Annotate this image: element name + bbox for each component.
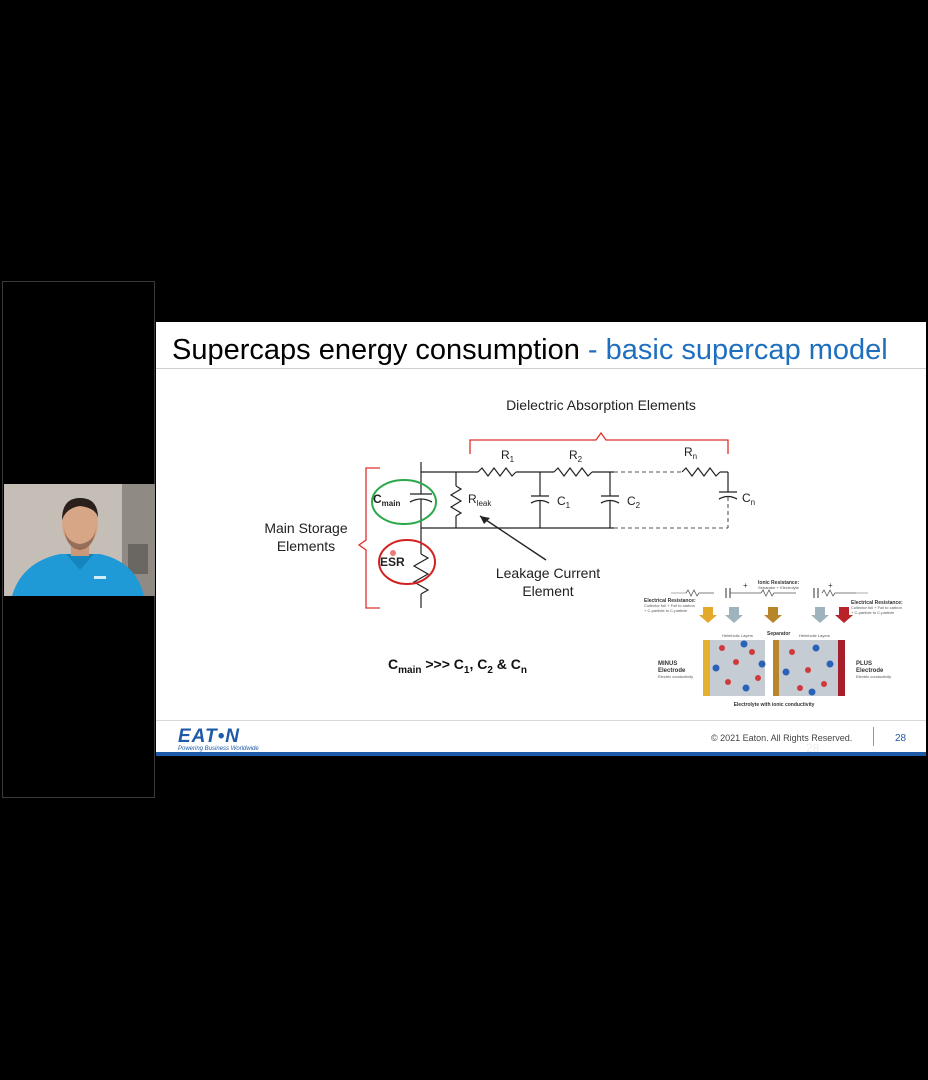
ionic-title: Ionic Resistance: — [758, 580, 799, 586]
rn-resistor — [681, 467, 721, 477]
title-main: Supercaps energy consumption — [172, 334, 580, 366]
elec-res-left-title: Electrical Resistance: — [644, 598, 696, 604]
main-storage-bracket — [357, 467, 380, 609]
elec-res-right-l2: + C-particle to C-particle — [851, 610, 895, 615]
minus-label-2: Electrode — [658, 668, 686, 674]
speaker-video — [4, 484, 155, 596]
elec-res-left-l1: Collector foil + Foil to carbon — [644, 603, 695, 608]
helmholtz-left: Helmholtz Layers — [722, 633, 753, 638]
r1-label: R1 — [501, 448, 515, 464]
ion-particles-red — [719, 645, 827, 691]
ion-particles-blue — [712, 640, 834, 696]
footer-divider — [156, 720, 926, 721]
title-accent: - basic supercap model — [587, 334, 888, 366]
leakage-label-2: Element — [522, 583, 573, 599]
cmain-label: Cmain — [373, 492, 400, 508]
r1-resistor — [477, 467, 517, 477]
cmain-highlight-ring — [371, 479, 437, 525]
speaker-figure — [4, 484, 155, 596]
cn-label: Cn — [742, 491, 755, 507]
leakage-label-1: Leakage Current — [496, 565, 600, 581]
slide-bottom-bar — [156, 752, 926, 756]
dielectric-bracket — [469, 431, 729, 454]
arrow-down-grey-1 — [725, 607, 743, 623]
eaton-logo: EAT•N — [178, 726, 240, 747]
minus-collector — [703, 640, 710, 696]
arrow-down-grey-2 — [811, 607, 829, 623]
elec-res-left-l2: + C-particle to C-particle — [644, 608, 688, 613]
presentation-slide: Supercaps energy consumption - basic sup… — [156, 322, 926, 756]
c2-label: C2 — [627, 494, 641, 510]
r2-label: R2 — [569, 448, 583, 464]
esr-highlight-ring — [378, 539, 436, 585]
esr-resistor — [412, 553, 430, 595]
electrolyte-label: Electrolyte with ionic conductivity — [734, 702, 815, 708]
ghost-page-number: 28 — [806, 741, 820, 755]
page-number: 28 — [895, 733, 907, 744]
circuit-diagram: Dielectric Absorption Elements Main Stor… — [264, 397, 903, 708]
plus-sign-left: + — [743, 581, 748, 590]
separator-bar — [773, 640, 779, 696]
supercap-cross-section: + + Electrical Resistance: Collector foi… — [644, 580, 903, 708]
separator-label: Separator — [767, 631, 790, 637]
ionic-sub: Separator + Electrolyte — [758, 585, 800, 590]
speaker-shirt — [12, 554, 144, 596]
helmholtz-right: Helmholtz Layers — [799, 633, 830, 638]
copyright-text: © 2021 Eaton. All Rights Reserved. — [711, 733, 853, 743]
plus-sign-right: + — [828, 581, 833, 590]
main-storage-label-1: Main Storage — [264, 520, 347, 536]
slide-title: Supercaps energy consumption - basic sup… — [172, 334, 888, 367]
leakage-arrow — [479, 515, 547, 561]
elec-res-right-l1: Collector foil + Foil to carbon — [851, 605, 902, 610]
rleak-label: Rleak — [468, 492, 492, 508]
speaker-video-panel — [2, 281, 155, 798]
arrow-down-brown — [764, 607, 782, 623]
plus-label-3: Electric conductivity — [856, 674, 891, 679]
plus-label-2: Electrode — [856, 668, 884, 674]
dielectric-label: Dielectric Absorption Elements — [506, 397, 696, 413]
plus-label-1: PLUS — [856, 661, 872, 667]
speaker-face — [62, 500, 98, 548]
formula-text: Cmain >>> C1, C2 & Cn — [388, 656, 527, 676]
arrow-down-orange-1 — [699, 607, 717, 623]
minus-label-1: MINUS — [658, 661, 677, 667]
main-storage-label-2: Elements — [277, 538, 335, 554]
elec-res-right-title: Electrical Resistance: — [851, 600, 903, 606]
title-divider — [156, 368, 926, 369]
c1-label: C1 — [557, 494, 571, 510]
footer-separator — [873, 727, 874, 746]
minus-label-3: Electric conductivity — [658, 674, 693, 679]
plus-collector — [838, 640, 845, 696]
eaton-tagline: Powering Business Worldwide — [178, 746, 259, 752]
esr-label: ESR — [380, 555, 405, 569]
rn-label: Rn — [684, 445, 697, 461]
arrow-down-red — [835, 607, 853, 623]
rleak-resistor — [449, 485, 463, 517]
r2-resistor — [553, 467, 593, 477]
